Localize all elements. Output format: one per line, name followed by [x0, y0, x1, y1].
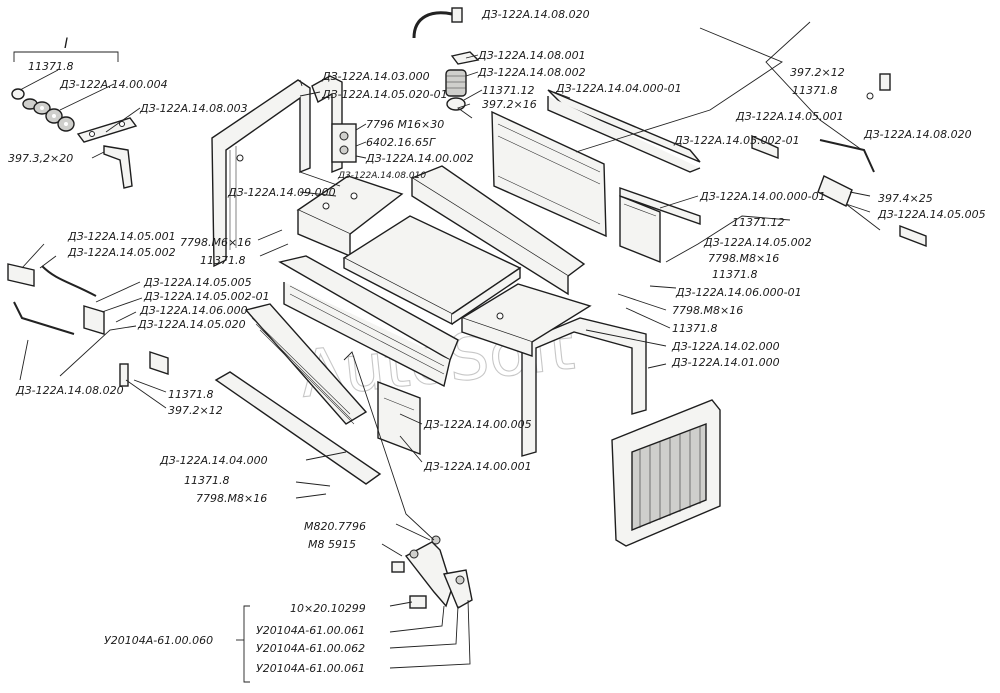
label-l21: ДЗ-122А.14.08.020	[863, 128, 972, 141]
label-l42: ДЗ-122А.14.01.000	[671, 356, 780, 369]
label-l30: ДЗ-122А.14.05.001	[67, 230, 176, 243]
label-l53: 10×20.10299	[290, 602, 366, 615]
label-l09: ДЗ-122А.14.08.002	[477, 66, 586, 79]
label-l50: 7798.М8×16	[196, 492, 267, 505]
label-l06: ДЗ-122А.14.05.020-01	[321, 88, 448, 101]
label-l01: 11371.8	[28, 60, 74, 73]
label-l33: 11371.8	[712, 268, 758, 281]
label-l56: У20104А-61.00.061	[256, 662, 365, 675]
label-l51: М820.7796	[304, 520, 366, 533]
label-l13: 397.2×12	[790, 66, 845, 79]
right-latch-parts	[751, 73, 927, 248]
part-labels: 11371.8 ДЗ-122А.14.00.004 ДЗ-122А.14.08.…	[8, 8, 986, 675]
bracket-part	[76, 117, 138, 189]
label-l36: ДЗ-122А.14.06.000	[139, 304, 248, 317]
label-l31: ДЗ-122А.14.05.002	[67, 246, 176, 259]
label-l35: ДЗ-122А.14.05.002-01	[143, 290, 270, 303]
top-rail	[547, 89, 701, 173]
label-l27: 11371.8	[200, 254, 246, 267]
long-trough	[410, 165, 586, 296]
washer-set	[11, 88, 75, 132]
label-l39: 7798.М8×16	[672, 304, 743, 317]
label-l54: У20104А-61.00.061	[256, 624, 365, 637]
label-l41: ДЗ-122А.14.02.000	[671, 340, 780, 353]
rear-frame	[521, 317, 647, 457]
left-frame	[211, 79, 311, 268]
side-plate	[491, 110, 607, 238]
label-l16: 7796 М16×30	[366, 118, 444, 131]
label-l22: ДЗ-122А.14.09.000	[227, 186, 336, 199]
label-l43: ДЗ-122А.14.08.020	[15, 384, 124, 397]
label-l23: ДЗ-122А.14.00.000-01	[699, 190, 826, 203]
hinge-assembly	[391, 535, 473, 610]
label-l02: ДЗ-122А.14.00.004	[59, 78, 168, 91]
louver-bank	[278, 255, 459, 388]
label-l05: ДЗ-122А.14.03.000	[321, 70, 430, 83]
upper-panel	[296, 175, 404, 258]
lower-plate	[214, 371, 382, 485]
label-l15: ДЗ-122А.14.05.001	[735, 110, 844, 123]
label-l47: ДЗ-122А.14.00.001	[423, 460, 532, 473]
right-panel	[619, 187, 701, 264]
label-l26: 7798.М6×16	[180, 236, 251, 249]
group-marker: I	[13, 36, 119, 62]
label-l52: М8 5915	[308, 538, 356, 551]
label-l14: 11371.8	[792, 84, 838, 97]
label-l37: ДЗ-122А.14.05.020	[137, 318, 246, 331]
label-l03: ДЗ-122А.14.08.003	[139, 102, 248, 115]
label-l48: ДЗ-122А.14.04.000	[159, 454, 268, 467]
label-l25: ДЗ-122А.14.05.005	[877, 208, 986, 221]
label-l11: 397.2×16	[482, 98, 537, 111]
label-l10: 11371.12	[482, 84, 535, 97]
group-marker-label: I	[64, 36, 68, 52]
leader-lines	[19, 21, 881, 669]
label-l04: 397.3,2×20	[8, 152, 73, 165]
label-l49: 11371.8	[184, 474, 230, 487]
label-l07: ДЗ-122А.14.08.020	[481, 8, 590, 21]
front-louver	[244, 303, 368, 425]
right-platform	[460, 283, 592, 357]
label-l08: ДЗ-122А.14.08.001	[477, 49, 586, 62]
radiator-grille	[611, 399, 721, 547]
label-l57: У20104А-61.00.060	[104, 634, 213, 647]
label-l19: ДЗ-122А.14.08.010	[337, 171, 426, 181]
label-l12: ДЗ-122А.14.04.000-01	[555, 82, 682, 95]
label-l38: ДЗ-122А.14.06.000-01	[675, 286, 802, 299]
label-l20: ДЗ-122А.14.05.002-01	[673, 134, 800, 147]
label-l24: 397.4×25	[878, 192, 933, 205]
label-l45: 397.2×12	[168, 404, 223, 417]
label-l32: 7798.М8×16	[708, 252, 779, 265]
label-l55: У20104А-61.00.062	[256, 642, 365, 655]
bottom-brace	[236, 605, 250, 683]
lower-mid-panel	[377, 380, 421, 456]
left-latch-parts	[7, 263, 169, 387]
label-l34: ДЗ-122А.14.05.005	[143, 276, 252, 289]
hook-part	[412, 7, 480, 111]
label-l28: 11371.12	[732, 216, 785, 229]
label-l44: 11371.8	[168, 388, 214, 401]
label-l40: 11371.8	[672, 322, 718, 335]
central-tray	[342, 215, 522, 326]
label-l46: ДЗ-122А.14.00.005	[423, 418, 532, 431]
bolt-group	[331, 123, 357, 163]
label-l18: ДЗ-122А.14.00.002	[365, 152, 474, 165]
label-l17: 6402.16.65Г	[366, 136, 436, 149]
label-l29: ДЗ-122А.14.05.002	[703, 236, 812, 249]
